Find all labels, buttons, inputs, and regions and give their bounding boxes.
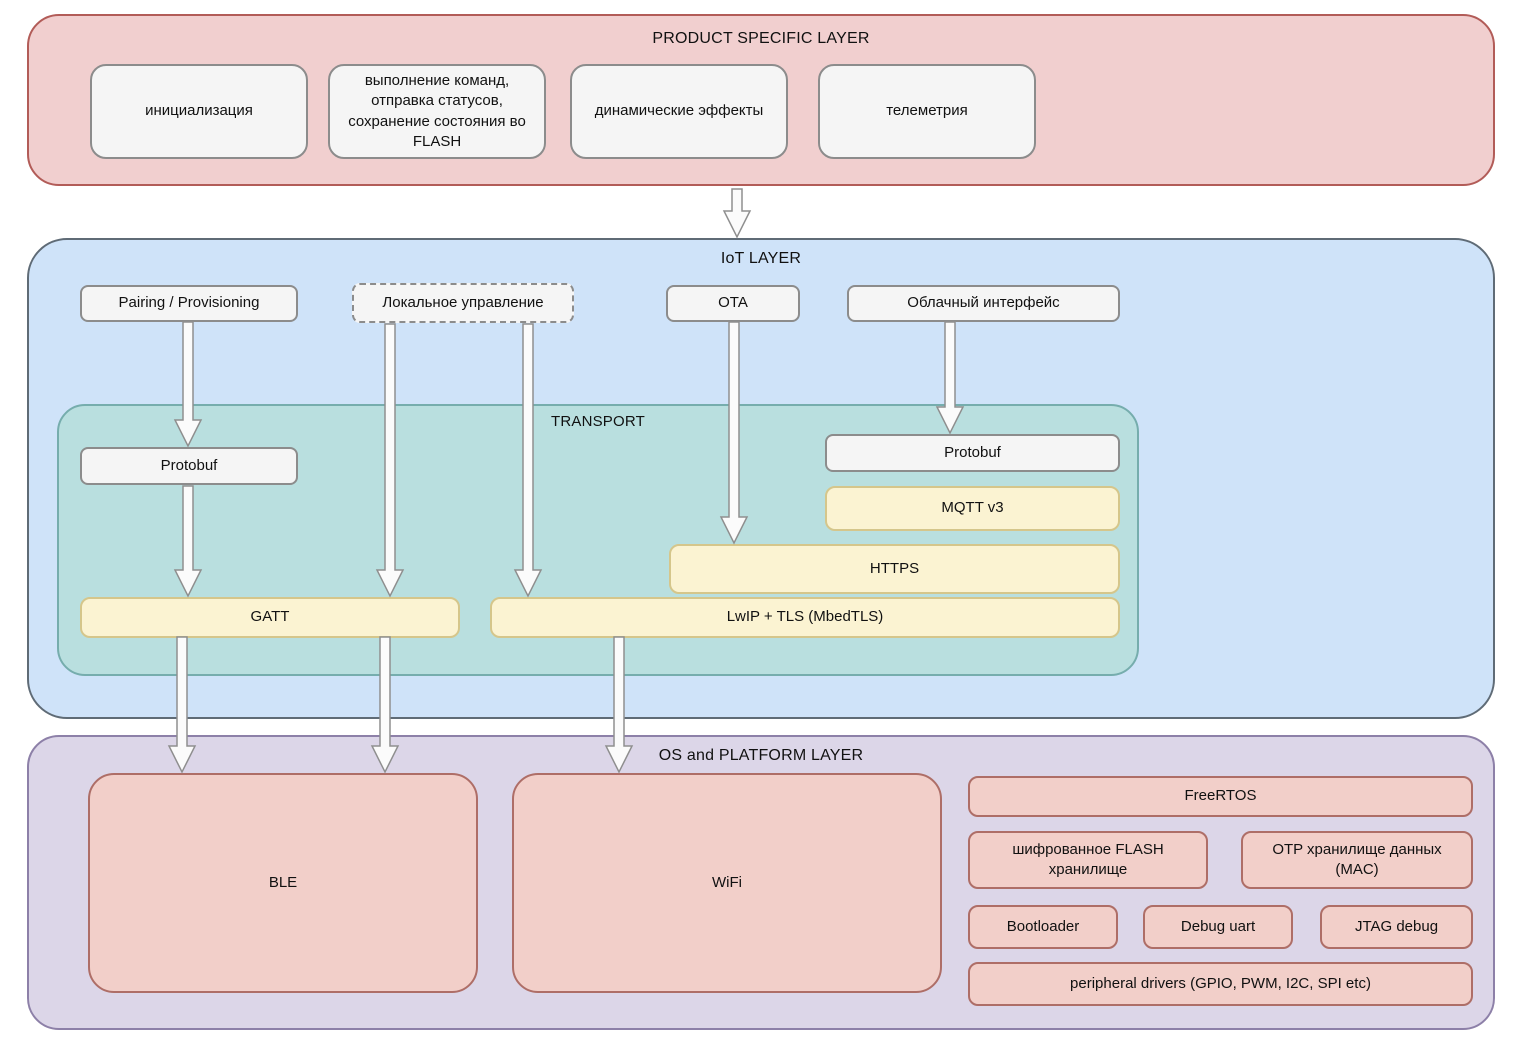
- box-protobuf-left: Protobuf: [80, 447, 298, 485]
- os-layer-label: OS and PLATFORM LAYER: [658, 747, 864, 764]
- box-protobuf-right: Protobuf: [825, 434, 1120, 472]
- box-ota: OTA: [666, 285, 800, 322]
- box-bootloader: Bootloader: [968, 905, 1118, 949]
- box-https: HTTPS: [669, 544, 1120, 594]
- box-dynamic-effects: динамические эффекты: [570, 64, 788, 159]
- box-debug-uart: Debug uart: [1143, 905, 1293, 949]
- box-jtag-debug: JTAG debug: [1320, 905, 1473, 949]
- box-wifi: WiFi: [512, 773, 942, 993]
- box-command-execution: выполнение команд, отправка статусов, со…: [328, 64, 546, 159]
- arrow-product-to-iot: [722, 188, 752, 239]
- box-pairing-provisioning: Pairing / Provisioning: [80, 285, 298, 322]
- box-ble: BLE: [88, 773, 478, 993]
- box-mqtt: MQTT v3: [825, 486, 1120, 531]
- transport-label: TRANSPORT: [550, 413, 646, 430]
- box-local-control: Локальное управление: [352, 283, 574, 323]
- box-freertos: FreeRTOS: [968, 776, 1473, 817]
- box-telemetry: телеметрия: [818, 64, 1036, 159]
- box-peripheral-drivers: peripheral drivers (GPIO, PWM, I2C, SPI …: [968, 962, 1473, 1006]
- box-cloud-interface: Облачный интерфейс: [847, 285, 1120, 322]
- product-layer-label: PRODUCT SPECIFIC LAYER: [652, 30, 870, 47]
- box-otp-storage: OTP хранилище данных (MAC): [1241, 831, 1473, 889]
- box-flash-storage: шифрованное FLASH хранилище: [968, 831, 1208, 889]
- box-initialization: инициализация: [90, 64, 308, 159]
- iot-layer-label: IoT LAYER: [720, 250, 802, 267]
- box-gatt: GATT: [80, 597, 460, 638]
- box-lwip-tls: LwIP + TLS (MbedTLS): [490, 597, 1120, 638]
